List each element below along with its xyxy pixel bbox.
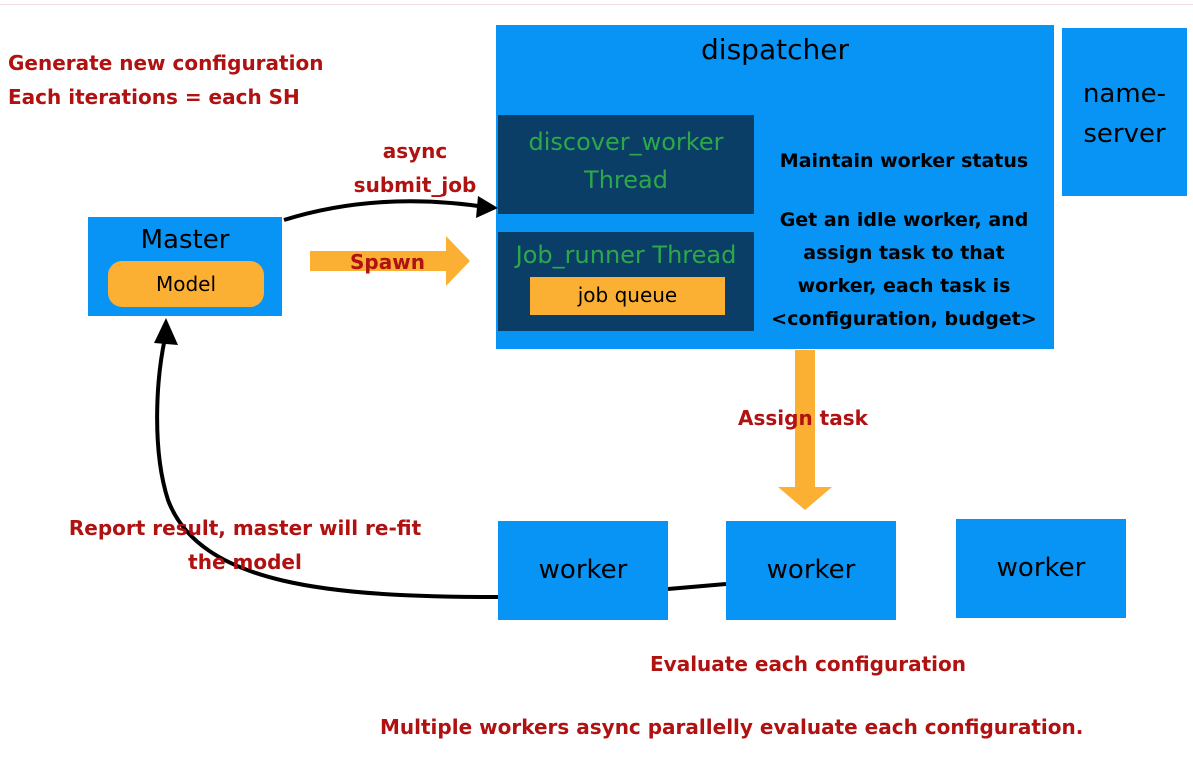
- submit-job-arrowhead: [476, 196, 498, 218]
- dispatcher-title: dispatcher: [701, 33, 849, 66]
- evaluate-label: Evaluate each configuration: [650, 652, 966, 676]
- worker-label: worker: [996, 553, 1086, 583]
- assign-description: Get an idle worker, and assign task to t…: [758, 204, 1050, 336]
- discover-thread-label: Thread: [584, 166, 668, 194]
- worker-box: worker: [498, 521, 668, 620]
- assign-description-line: worker, each task is: [797, 275, 1011, 297]
- report-result-arrowhead: [154, 318, 178, 345]
- discover-worker-label: discover_worker: [528, 128, 724, 156]
- model-box: Model: [108, 261, 264, 307]
- multiple-workers-label: Multiple workers async parallelly evalua…: [380, 715, 1084, 739]
- discover-worker-thread: discover_worker Thread: [498, 115, 754, 214]
- header-note-line2: Each iterations = each SH: [8, 85, 300, 109]
- worker-box: worker: [956, 519, 1126, 618]
- job-runner-thread: Job_runner Thread job queue: [498, 232, 754, 331]
- header-note: Generate new configuration Each iteratio…: [8, 46, 323, 114]
- job-queue-box: job queue: [530, 277, 725, 315]
- top-divider: [0, 4, 1193, 5]
- submit-job-arrow: [283, 199, 493, 222]
- maintain-status-text: Maintain worker status: [779, 150, 1029, 172]
- assign-description-line: assign task to that: [803, 242, 1005, 264]
- worker-link: [667, 582, 727, 591]
- model-label: Model: [155, 272, 217, 296]
- spawn-label: Spawn: [350, 250, 425, 274]
- assign-description-line: <configuration, budget>: [771, 308, 1037, 330]
- master-title: Master: [140, 225, 230, 255]
- header-note-line1: Generate new configuration: [8, 51, 324, 75]
- report-result-label: Report result, master will re-fit the mo…: [60, 511, 430, 579]
- report-result-arrow: [155, 337, 499, 599]
- spawn-arrow: [310, 236, 470, 286]
- worker-label: worker: [538, 555, 628, 585]
- name-server-line1: name-: [1082, 79, 1167, 109]
- async-label: async: [382, 139, 448, 163]
- submit-job-label: submit_job: [353, 173, 477, 197]
- report-result-line1: Report result, master will re-fit: [68, 516, 422, 540]
- job-runner-label: Job_runner Thread: [515, 241, 737, 269]
- async-submit-label: async submit_job: [330, 134, 500, 202]
- report-result-line2: the model: [188, 550, 302, 574]
- assign-task-label: Assign task: [738, 406, 868, 430]
- job-queue-label: job queue: [577, 283, 678, 307]
- worker-box: worker: [726, 521, 896, 620]
- assign-description-line: Get an idle worker, and: [779, 209, 1029, 231]
- name-server-box: name- server: [1062, 28, 1187, 196]
- name-server-line2: server: [1083, 119, 1166, 149]
- master-box: Master Model: [88, 217, 282, 316]
- worker-label: worker: [766, 555, 856, 585]
- assign-task-arrow: [778, 350, 832, 510]
